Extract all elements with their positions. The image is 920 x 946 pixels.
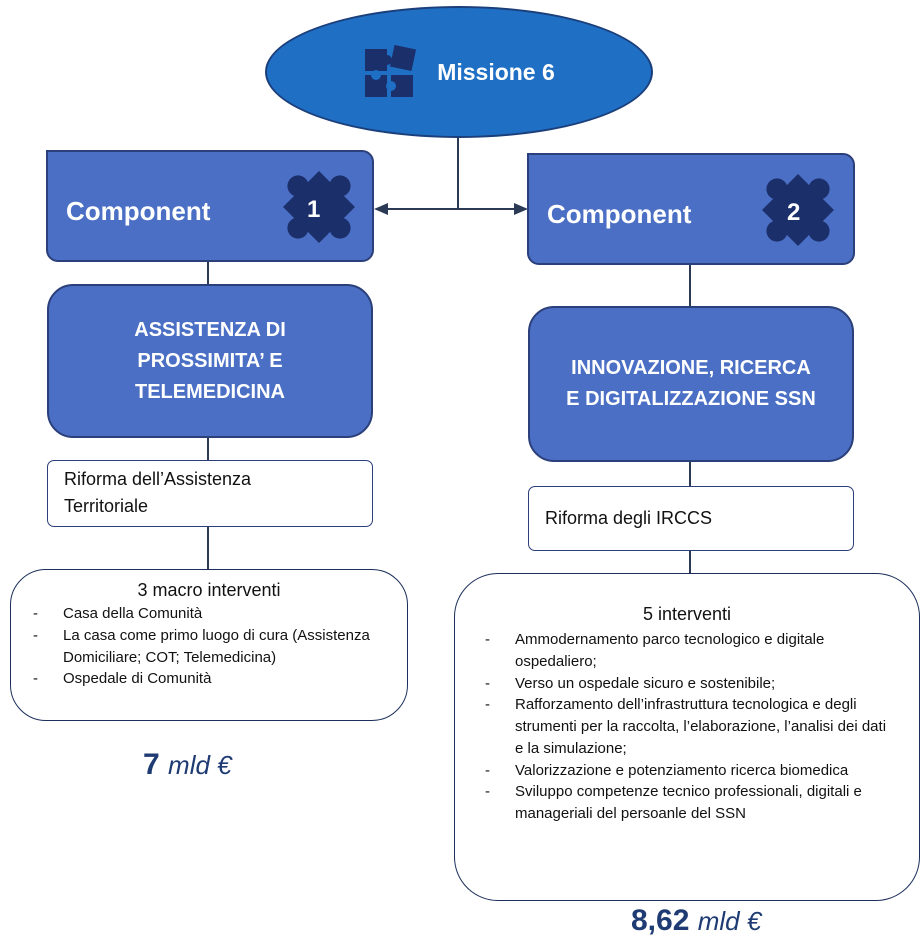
component-1-theme-box: ASSISTENZA DI PROSSIMITA’ E TELEMEDICINA [47,284,373,438]
list-item: -Valorizzazione e potenziamento ricerca … [485,761,849,779]
component-2-box: Component 2 [527,153,855,265]
connector-c2-theme [689,264,691,306]
theme-line: ASSISTENZA DI [134,318,286,341]
list-item: -La casa come primo luogo di cura (Assis… [33,626,370,666]
interventions-title: 5 interventi [642,604,732,624]
interventions-list: -Casa della Comunità -La casa come primo… [25,603,393,690]
theme-line: TELEMEDICINA [135,380,285,403]
list-item: -Casa della Comunità [33,605,203,623]
list-item: -Ospedale di Comunità [33,670,212,688]
amount-unit: mld € [168,750,232,780]
component-2-interventions-box: 5 interventi -Ammodernamento parco tecno… [454,573,920,901]
component-2-amount: 8,62 mld € [631,904,761,938]
puzzle-piece-icon [283,171,355,243]
reform-line: Riforma degli IRCCS [545,508,713,528]
list-item: -Ammodernamento parco tecnologico e digi… [485,631,825,670]
component-1-label: Component [66,196,211,226]
interventions-list: -Ammodernamento parco tecnologico e digi… [477,629,897,825]
puzzle-piece-icon [762,174,834,246]
component-2-number: 2 [787,199,801,226]
mission-title: Missione 6 [437,58,555,85]
connector-c1-theme [207,262,209,284]
amount-value: 8,62 [631,904,690,937]
list-item: -Sviluppo competenze tecnico professiona… [485,783,862,823]
amount-unit: mld € [697,906,762,936]
theme-line: PROSSIMITA’ E [137,349,283,372]
list-item: -Rafforzamento dell’infrastruttura tecno… [485,696,887,757]
reform-line: Territoriale [64,496,149,516]
reform-line: Riforma dell’Assistenza [64,469,252,489]
component-1-interventions-box: 3 macro interventi -Casa della Comunità … [10,569,408,721]
mission-node: Missione 6 [265,6,653,138]
component-1-number: 1 [307,196,321,223]
interventions-title: 3 macro interventi [137,580,281,600]
connector-c2-interventions [689,551,691,573]
component-2-label: Component [547,199,692,229]
component-2-reform-box: Riforma degli IRCCS [528,486,854,551]
puzzle-pieces-icon [365,45,417,97]
connector-mission-down [457,136,459,210]
list-item: -Verso un ospedale sicuro e sostenibile; [485,674,776,692]
theme-line: E DIGITALIZZAZIONE SSN [566,388,816,410]
connector-c1-interventions [207,527,209,569]
connector-horizontal [384,208,518,210]
connector-c1-reform [207,438,209,460]
component-1-box: Component 1 [46,150,374,262]
connector-c2-reform [689,462,691,486]
component-2-theme-box: INNOVAZIONE, RICERCA E DIGITALIZZAZIONE … [528,306,854,462]
amount-value: 7 [143,748,160,781]
theme-line: INNOVAZIONE, RICERCA [571,357,811,379]
arrow-left-icon [374,203,388,215]
component-1-amount: 7 mld € [143,748,232,782]
component-1-reform-box: Riforma dell’Assistenza Territoriale [47,460,373,527]
arrow-right-icon [514,203,528,215]
